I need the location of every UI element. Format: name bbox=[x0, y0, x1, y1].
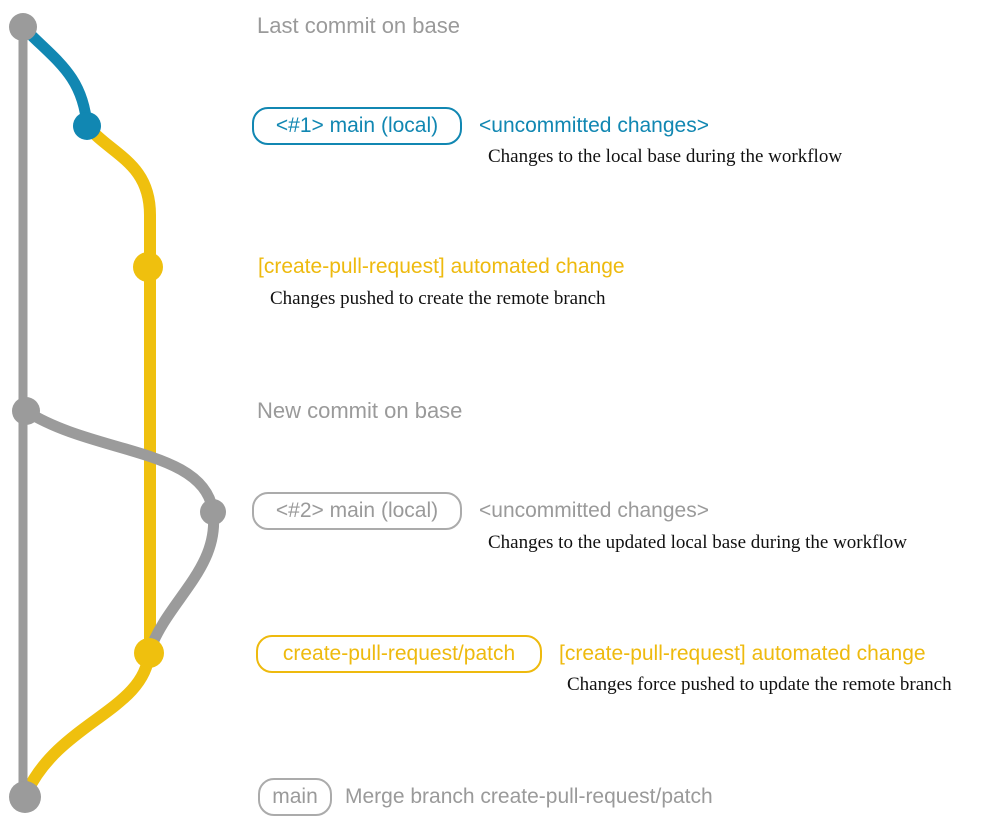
branch-curve-local-main bbox=[17, 21, 93, 132]
commit-node-last-base bbox=[9, 13, 37, 41]
label-automated-change-1: [create-pull-request] automated change bbox=[258, 255, 625, 278]
rebase-curve-in bbox=[144, 506, 220, 656]
desc-local-base-changes: Changes to the local base during the wor… bbox=[488, 146, 843, 167]
branch-merge-curve-yellow bbox=[21, 647, 155, 798]
label-uncommitted-changes-2: <uncommitted changes> bbox=[479, 499, 709, 522]
branch-badge-main-local-1: <#1> main (local) bbox=[252, 107, 462, 145]
commit-node-automated-2 bbox=[134, 638, 164, 668]
label-automated-change-2: [create-pull-request] automated change bbox=[559, 642, 926, 665]
desc-updated-local-base-changes: Changes to the updated local base during… bbox=[488, 532, 907, 553]
label-new-commit-on-base: New commit on base bbox=[257, 398, 463, 423]
branch-badge-main-local-2: <#2> main (local) bbox=[252, 492, 462, 530]
commit-node-uncommitted-1 bbox=[73, 112, 101, 140]
commit-node-uncommitted-2 bbox=[200, 499, 226, 525]
branch-badge-create-pull-request-patch: create-pull-request/patch bbox=[256, 635, 542, 673]
rebase-curve-out bbox=[20, 405, 219, 518]
label-uncommitted-changes-1: <uncommitted changes> bbox=[479, 114, 709, 137]
desc-changes-pushed: Changes pushed to create the remote bran… bbox=[270, 288, 606, 309]
branch-badge-main: main bbox=[258, 778, 332, 816]
commit-node-merge bbox=[9, 781, 41, 813]
desc-changes-force-pushed: Changes force pushed to update the remot… bbox=[567, 674, 952, 695]
commit-graph bbox=[9, 13, 226, 813]
commit-node-automated-1 bbox=[133, 252, 163, 282]
branch-lane-create-pull-request bbox=[81, 120, 156, 659]
label-last-commit-on-base: Last commit on base bbox=[257, 13, 460, 38]
label-merge-branch: Merge branch create-pull-request/patch bbox=[345, 785, 713, 808]
commit-node-new-base bbox=[12, 397, 40, 425]
